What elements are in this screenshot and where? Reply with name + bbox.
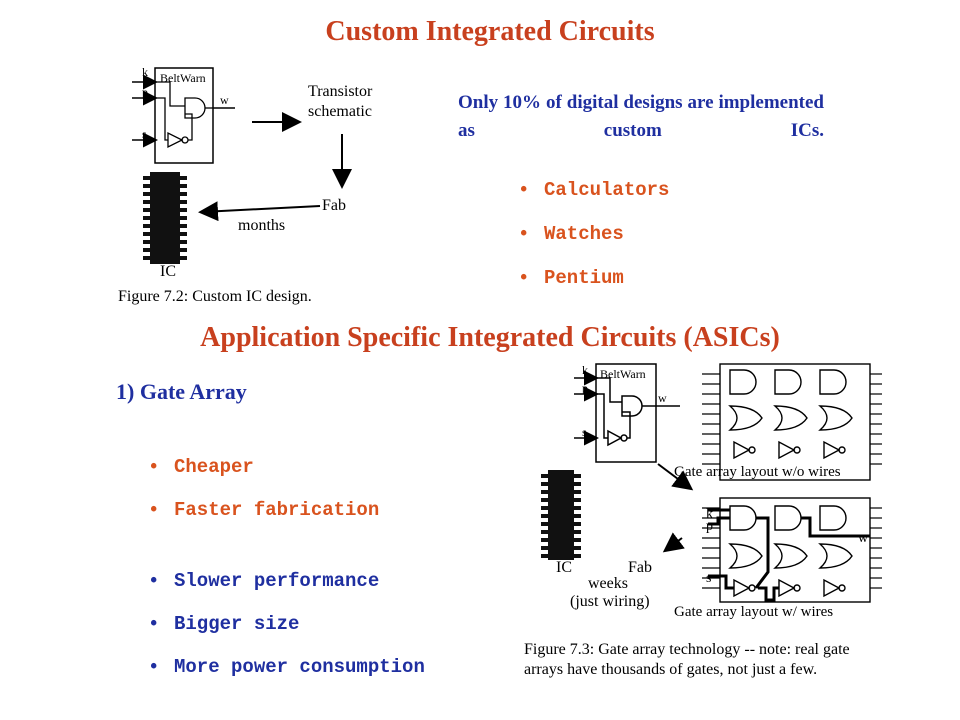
- title-asics: Application Specific Integrated Circuits…: [200, 322, 780, 353]
- input-s: s: [142, 127, 147, 141]
- not-gate-icon: [167, 131, 184, 149]
- input-arrows: [132, 74, 158, 148]
- example-item: Pentium: [518, 256, 669, 300]
- input-k: k: [142, 65, 148, 79]
- fab-label: Fab: [322, 197, 346, 214]
- weeks-label: weeks: [588, 575, 628, 592]
- input-s: s: [706, 571, 711, 586]
- con-item: Bigger size: [148, 603, 425, 646]
- wiring: [708, 508, 870, 602]
- intro-text: Only 10% of digital designs are implemen…: [458, 92, 824, 141]
- beltwarn-label: BeltWarn: [160, 71, 206, 85]
- figure-7-3-caption: Figure 7.3: Gate array technology -- not…: [524, 641, 850, 678]
- title-custom-ics: Custom Integrated Circuits: [325, 16, 655, 47]
- example-item: Watches: [518, 212, 669, 256]
- output-w: w: [658, 391, 667, 405]
- fab-label: Fab: [628, 559, 652, 576]
- gate-array-heading: 1) Gate Array: [116, 379, 247, 404]
- output-w: w: [858, 531, 869, 546]
- input-p: p: [582, 381, 588, 395]
- schematic-label-1: Transistor: [308, 83, 373, 100]
- layout-wires-label: Gate array layout w/ wires: [674, 604, 833, 620]
- gate-array-no-wires: [702, 363, 882, 481]
- not-gate-icon: [607, 429, 623, 447]
- pros-list: Cheaper Faster fabrication: [148, 446, 379, 532]
- input-s: s: [582, 425, 587, 439]
- and-gate-icon: [621, 395, 643, 417]
- pro-item: Cheaper: [148, 446, 379, 489]
- ic-chip-icon: [541, 470, 581, 560]
- months-label: months: [238, 217, 285, 234]
- ic-label: IC: [556, 559, 572, 576]
- input-p: p: [706, 519, 713, 534]
- output-w: w: [220, 93, 229, 107]
- beltwarn-block: [595, 363, 657, 463]
- figure-7-2-diagram: k p s BeltWarn w Transistor schematic Fa…: [132, 65, 373, 280]
- ic-label: IC: [160, 263, 176, 280]
- cons-list: Slower performance Bigger size More powe…: [148, 560, 425, 689]
- input-p: p: [142, 85, 148, 99]
- custom-examples-list: Calculators Watches Pentium: [518, 168, 669, 300]
- just-wiring-label: (just wiring): [570, 593, 650, 610]
- beltwarn-label: BeltWarn: [600, 367, 646, 381]
- layout-no-wires-label: Gate array layout w/o wires: [674, 464, 841, 480]
- figure-7-2-caption: Figure 7.2: Custom IC design.: [118, 288, 312, 305]
- con-item: Slower performance: [148, 560, 425, 603]
- figure-7-3-diagram: k p s BeltWarn w Gate array layout w/o w…: [541, 363, 882, 620]
- ic-chip-icon: [143, 172, 187, 264]
- pro-item: Faster fabrication: [148, 489, 379, 532]
- con-item: More power consumption: [148, 646, 425, 689]
- beltwarn-block: [154, 67, 214, 164]
- input-k: k: [582, 363, 588, 377]
- and-gate-icon: [184, 97, 206, 119]
- gate-array-with-wires: [702, 497, 882, 603]
- schematic-label-2: schematic: [308, 103, 372, 120]
- example-item: Calculators: [518, 168, 669, 212]
- input-k: k: [706, 507, 713, 522]
